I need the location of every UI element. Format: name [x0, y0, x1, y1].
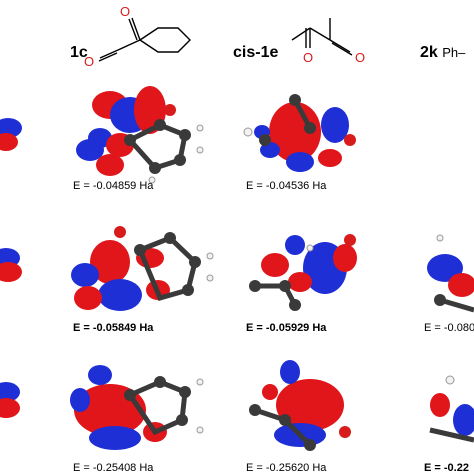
energy-r2c1: E = -0.05849 Ha — [73, 322, 154, 334]
energy-r2c3: E = -0.080 — [424, 322, 474, 334]
atom-o-1e-a: O — [303, 50, 313, 65]
orbital-r1c2 — [243, 94, 356, 172]
orbital-r2c1 — [71, 226, 214, 311]
energy-r1c2: E = -0.04536 Ha — [246, 180, 327, 192]
energy-r3c3: E = -0.22 — [424, 462, 469, 474]
orbital-r3c2 — [249, 360, 351, 451]
energy-r3c1: E = -0.25408 Ha — [73, 462, 154, 474]
cis-label: 1e — [260, 44, 279, 61]
column-label-cis-1e: cis-1e — [233, 44, 278, 62]
orbital-r3c1 — [70, 365, 204, 450]
label-2k-text: 2k — [420, 44, 438, 61]
orbital-r3c3 — [429, 375, 474, 443]
orbital-r1c1 — [76, 86, 204, 184]
orbital-r2c3 — [427, 234, 474, 313]
energy-r3c2: E = -0.25620 Ha — [246, 462, 327, 474]
energy-r1c1: E = -0.04859 Ha — [73, 180, 154, 192]
orbital-r2c2 — [249, 234, 357, 311]
column-label-2k: 2k Ph– — [420, 44, 465, 62]
orbital-r1c0 — [0, 118, 22, 151]
cis-prefix: cis- — [233, 44, 261, 61]
structure-1e — [291, 18, 353, 56]
energy-r2c2: E = -0.05929 Ha — [246, 322, 327, 334]
structure-1c — [98, 17, 191, 62]
label-2k-suffix: Ph– — [442, 45, 466, 60]
atom-o-1e-b: O — [355, 50, 365, 65]
orbital-r3c0 — [0, 382, 20, 418]
orbital-r2c0 — [0, 248, 22, 282]
atom-o-1c-top: O — [120, 4, 130, 19]
column-label-1c: 1c — [70, 44, 88, 61]
atom-o-1c-left: O — [84, 54, 94, 69]
